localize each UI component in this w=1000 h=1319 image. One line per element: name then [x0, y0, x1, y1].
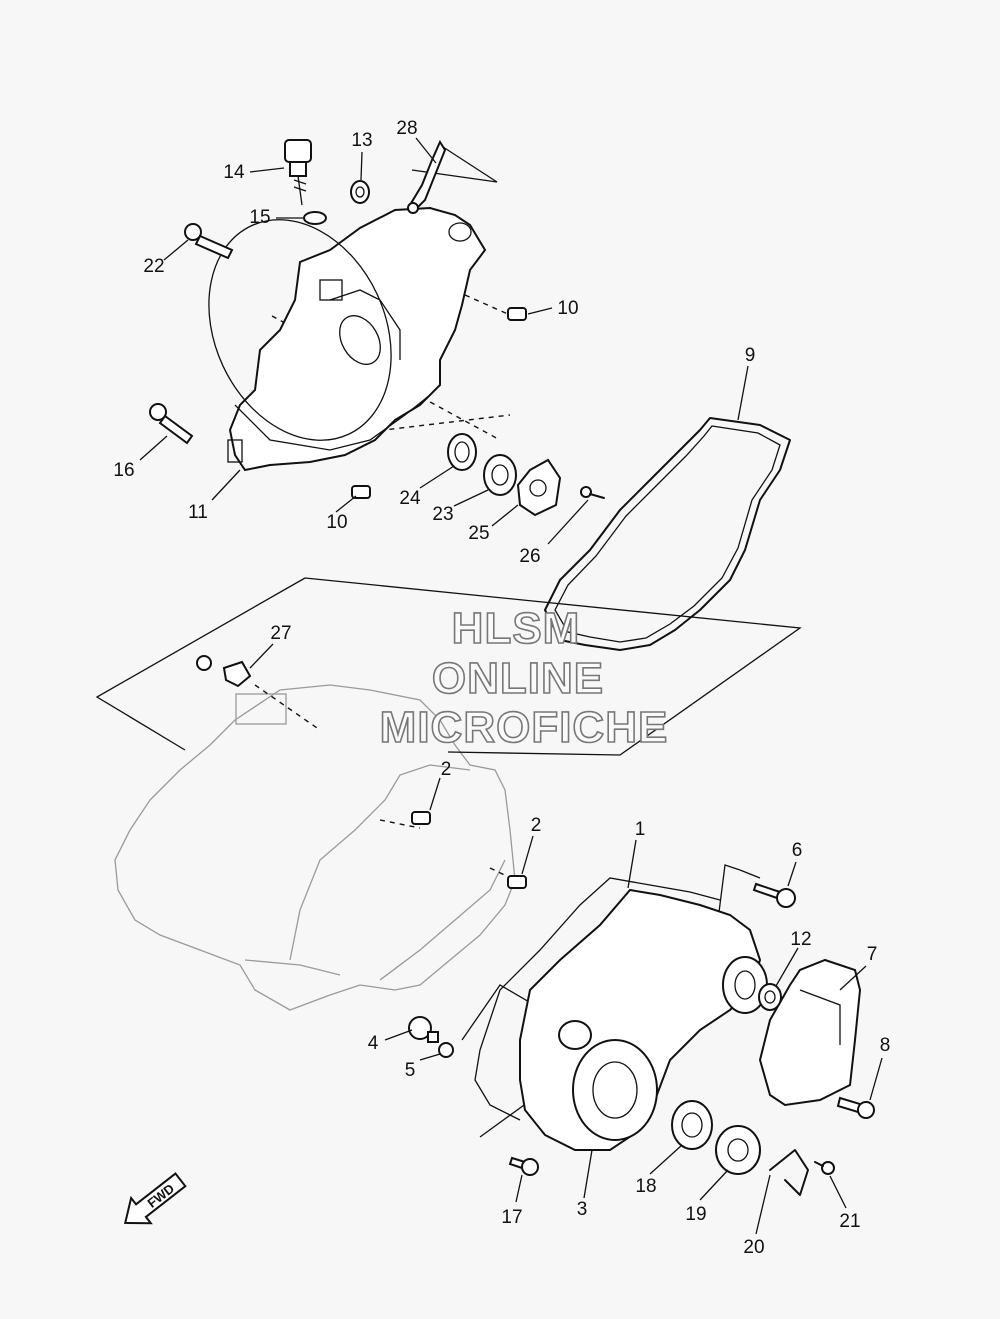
bolt-22[interactable] [184, 223, 234, 260]
watermark-line-1: HLSM [452, 604, 581, 653]
callout-8[interactable]: 8 [880, 1035, 891, 1056]
leader-lines [139, 137, 883, 1235]
callout-21[interactable]: 21 [839, 1211, 860, 1232]
callout-1[interactable]: 1 [635, 819, 646, 840]
callout-15[interactable]: 15 [249, 207, 270, 228]
callout-10b[interactable]: 10 [326, 512, 347, 533]
callout-25[interactable]: 25 [468, 523, 489, 544]
callout-2a[interactable]: 2 [441, 759, 452, 780]
dowel-10-upper[interactable] [507, 307, 527, 321]
bracket-28[interactable] [407, 139, 447, 214]
watermark-line-3: MICROFICHE [380, 703, 669, 752]
reference-plane-upper [95, 577, 802, 756]
callout-16[interactable]: 16 [113, 460, 134, 481]
bearing-18[interactable] [671, 1100, 713, 1150]
plug-14[interactable] [284, 139, 312, 206]
callout-4[interactable]: 4 [368, 1033, 379, 1054]
callout-27[interactable]: 27 [270, 623, 291, 644]
plug-4[interactable] [408, 1016, 439, 1043]
callout-14[interactable]: 14 [223, 162, 245, 183]
guard-7[interactable] [758, 958, 862, 1107]
bolt-8[interactable] [836, 1096, 875, 1119]
callout-11[interactable]: 11 [188, 502, 208, 523]
engine-crankcase-outline [114, 684, 516, 1011]
callout-17[interactable]: 17 [501, 1207, 522, 1228]
callout-9[interactable]: 9 [745, 345, 756, 366]
bearing-23[interactable] [483, 454, 517, 496]
seal-12[interactable] [758, 983, 782, 1011]
callout-10a[interactable]: 10 [557, 298, 578, 319]
callout-5[interactable]: 5 [405, 1060, 416, 1081]
screw-26[interactable] [580, 486, 605, 499]
seal-19[interactable] [715, 1125, 761, 1175]
bolt-6[interactable] [752, 882, 796, 908]
watermark-line-2: ONLINE [432, 654, 604, 703]
callout-18[interactable]: 18 [635, 1176, 656, 1197]
callout-28[interactable]: 28 [396, 118, 417, 139]
crankcase-cover-11[interactable] [174, 190, 487, 472]
callout-23[interactable]: 23 [432, 504, 453, 525]
seal-24[interactable] [447, 433, 477, 471]
seal-13[interactable] [350, 180, 370, 204]
callout-7[interactable]: 7 [867, 944, 878, 965]
bolt-17[interactable] [508, 1156, 539, 1176]
callout-6[interactable]: 6 [792, 840, 803, 861]
callout-3[interactable]: 3 [577, 1199, 588, 1220]
callout-20[interactable]: 20 [743, 1237, 764, 1258]
dowel-2-right[interactable] [507, 875, 527, 889]
plate-25[interactable] [516, 458, 562, 517]
o-ring-15[interactable] [303, 211, 327, 225]
callout-19[interactable]: 19 [685, 1204, 706, 1225]
dowel-2-left[interactable] [411, 811, 431, 825]
clamp-27[interactable] [196, 655, 252, 688]
bolt-16[interactable] [149, 403, 194, 445]
callout-24[interactable]: 24 [399, 488, 421, 509]
crankcase-cover-1[interactable] [474, 877, 768, 1151]
fwd-arrow-icon: FWD [123, 1172, 187, 1225]
callout-22[interactable]: 22 [143, 256, 164, 277]
callout-13[interactable]: 13 [351, 130, 372, 151]
callout-2b[interactable]: 2 [531, 815, 542, 836]
callout-26[interactable]: 26 [519, 546, 540, 567]
o-ring-5[interactable] [438, 1042, 454, 1058]
clip-20[interactable] [769, 1149, 809, 1196]
dowel-10-lower[interactable] [351, 485, 371, 499]
watermark: HLSM ONLINE MICROFICHE [379, 603, 669, 753]
callout-labels: 1 2 2 3 4 5 6 7 8 9 10 10 11 12 13 14 15… [113, 118, 890, 1258]
screw-21[interactable] [814, 1161, 835, 1175]
callout-12[interactable]: 12 [790, 929, 811, 950]
gasket-9[interactable] [544, 417, 791, 651]
